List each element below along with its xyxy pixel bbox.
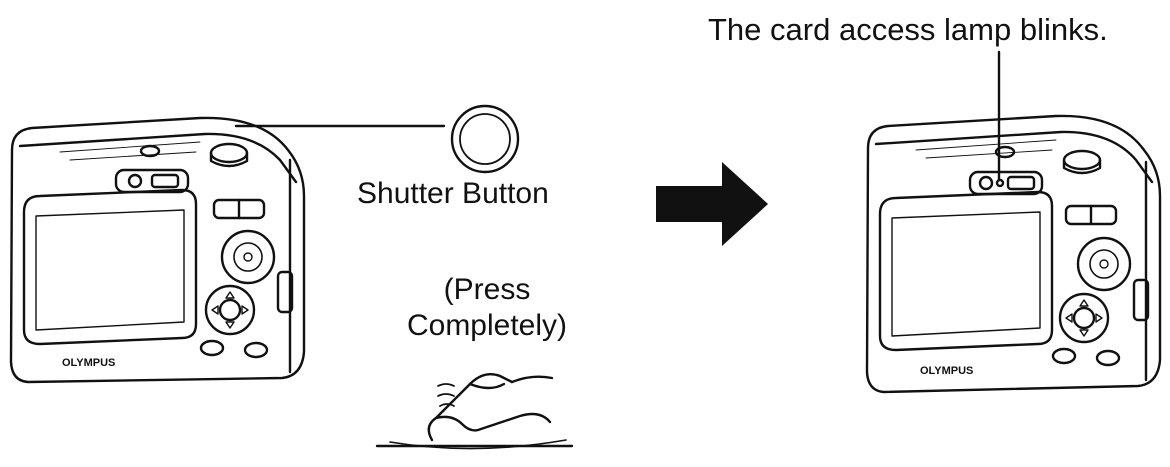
press-caption-line2: Completely) — [392, 308, 582, 344]
camera-right: OLYMPUS — [867, 116, 1160, 392]
right-arrow-icon — [656, 162, 768, 246]
shutter-caption: Shutter Button — [357, 176, 549, 212]
camera-brand-right: OLYMPUS — [920, 365, 973, 377]
pressing-finger-icon — [377, 374, 572, 448]
shutter-button-detail — [452, 106, 518, 172]
camera-left: OLYMPUS — [11, 118, 304, 382]
camera-brand-left: OLYMPUS — [62, 357, 115, 369]
press-caption: (Press Completely) — [392, 272, 582, 344]
press-caption-line1: (Press — [392, 272, 582, 308]
lamp-caption: The card access lamp blinks. — [708, 12, 1108, 48]
